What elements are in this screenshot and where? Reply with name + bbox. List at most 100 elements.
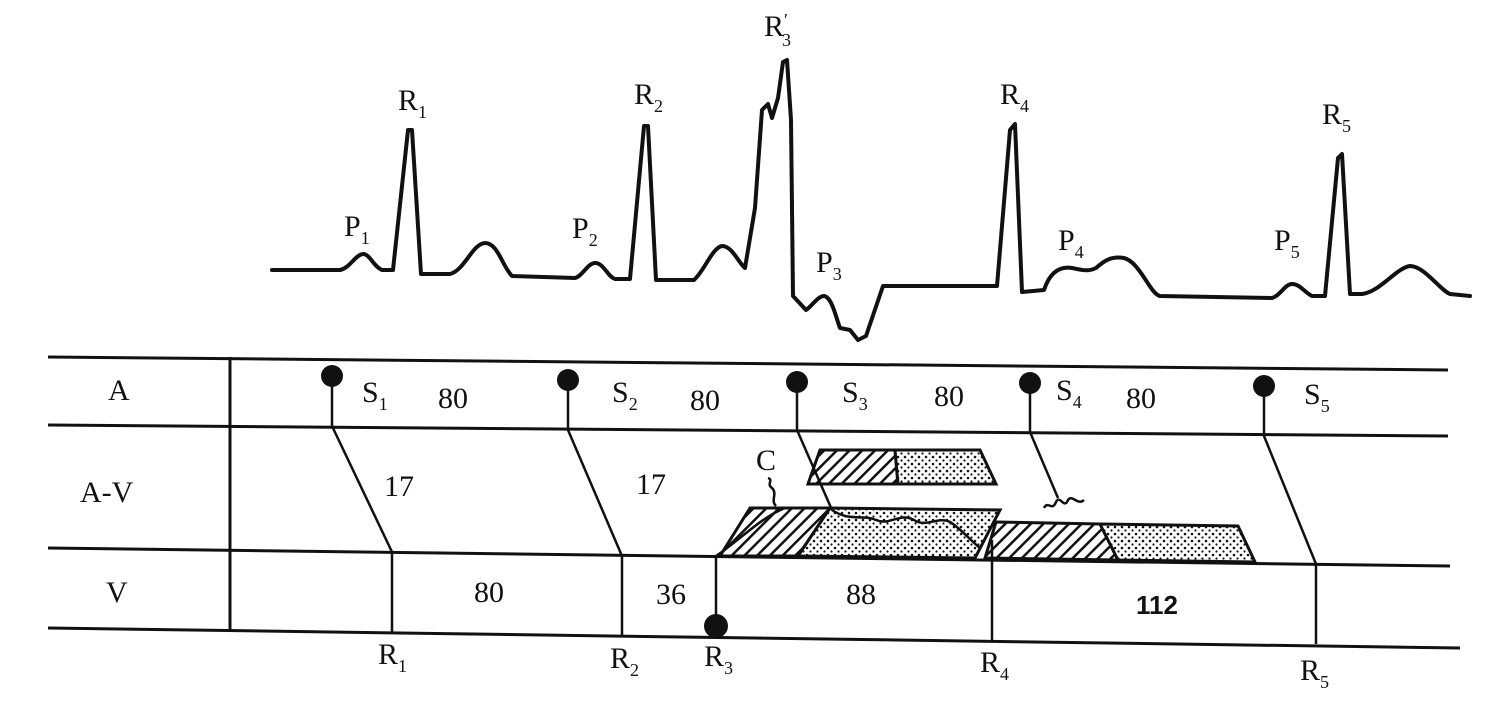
a-row-s5: S5: [1304, 378, 1330, 416]
ecg-label-r4-base: R: [1000, 78, 1020, 111]
a-row-s2-sub: 2: [629, 394, 638, 414]
v-interval-3: 88: [846, 578, 876, 611]
ecg-label-r5: R5: [1322, 98, 1351, 136]
bottom-label-r3-sub: 3: [724, 658, 733, 678]
a-row-s1-base: S: [362, 376, 379, 409]
ecg-label-p2: P2: [572, 212, 598, 250]
a-row-s4-base: S: [1056, 374, 1073, 407]
ecg-label-r5-base: R: [1322, 98, 1342, 131]
a-interval-1: 80: [438, 382, 468, 415]
ecg-label-p3-sub: 3: [833, 264, 842, 284]
ecg-label-r4-sub: 4: [1020, 96, 1029, 116]
av-interval-2: 17: [636, 468, 666, 501]
ecg-label-p4-sub: 4: [1075, 242, 1084, 262]
concealed-conduction-wave: [831, 508, 981, 549]
ecg-label-r5-sub: 5: [1342, 116, 1351, 136]
ecg-label-p2-sub: 2: [589, 230, 598, 250]
ecg-label-p1: P1: [344, 210, 370, 248]
refractory-lower-relative-1: [795, 506, 1003, 560]
bottom-label-r5: R5: [1300, 654, 1329, 692]
atrial-impulse-s5: [1253, 375, 1275, 397]
bottom-label-r2-sub: 2: [630, 660, 639, 680]
a-interval-3: 80: [934, 380, 964, 413]
retrograde-conduction: [715, 506, 786, 558]
refractory-upper-relative: [893, 448, 999, 486]
ecg-label-p2-base: P: [572, 212, 589, 245]
v-interval-2: 36: [656, 578, 686, 611]
ecg-label-r2-base: R: [634, 78, 654, 111]
refractory-upper-absolute: [805, 448, 900, 486]
ecg-label-p5: P5: [1274, 224, 1300, 262]
a-interval-4: 80: [1126, 382, 1156, 415]
a-row-s1: S1: [362, 376, 388, 414]
ecg-label-r1: R1: [398, 84, 427, 122]
bottom-label-r3: R3: [704, 640, 733, 678]
ecg-label-p5-sub: 5: [1291, 242, 1300, 262]
ecg-label-r3p: R′3: [764, 10, 791, 50]
ecg-label-p5-base: P: [1274, 224, 1291, 257]
ecg-label-r1-sub: 1: [418, 102, 427, 122]
ecg-label-r1-base: R: [398, 84, 418, 117]
ladder-line-a-av: [47, 423, 1449, 438]
blocked-wave-beat-4: [1042, 497, 1085, 509]
row-label-v: V: [106, 576, 128, 609]
refractory-lower-absolute-2: [982, 520, 1121, 562]
bottom-label-r2-base: R: [610, 642, 630, 675]
av-label-c: C: [756, 444, 776, 477]
atrial-impulse-s2: [557, 369, 579, 391]
ecg-label-p1-sub: 1: [361, 228, 370, 248]
retrograde-wave-c: [767, 476, 777, 507]
a-row-s3: S3: [842, 376, 868, 414]
bottom-label-r4-sub: 4: [1000, 664, 1009, 684]
conduction-beat-4: [1028, 385, 1060, 499]
a-row-s3-base: S: [842, 376, 859, 409]
a-interval-2: 80: [690, 384, 720, 417]
atrial-impulse-s3: [786, 371, 808, 393]
ecg-label-r4: R4: [1000, 78, 1029, 116]
v-interval-4: 112: [1136, 590, 1178, 620]
ecg-label-p1-base: P: [344, 210, 361, 243]
bottom-label-r3-base: R: [704, 640, 724, 673]
conduction-beat-2: [566, 382, 624, 636]
ecg-label-r3p-prime: ′: [784, 10, 788, 30]
ecg-label-r2-sub: 2: [654, 96, 663, 116]
bottom-label-r5-base: R: [1300, 654, 1320, 687]
refractory-lower-relative-2: [1097, 522, 1258, 564]
ladder-line-bottom: [47, 626, 1461, 650]
ecg-label-r2: R2: [634, 78, 663, 116]
atrial-impulse-s1: [321, 365, 343, 387]
conduction-beat-3: [795, 384, 834, 511]
bottom-label-r1-base: R: [378, 638, 398, 671]
av-interval-1: 17: [384, 470, 414, 503]
a-row-s4: S4: [1056, 374, 1082, 412]
conduction-beat-5: [1262, 388, 1318, 644]
ecg-label-p4-base: P: [1058, 224, 1075, 257]
a-row-s5-base: S: [1304, 378, 1321, 411]
ecg-label-p3: P3: [816, 246, 842, 284]
bottom-label-r5-sub: 5: [1320, 672, 1329, 692]
v-interval-1: 80: [474, 576, 504, 609]
bottom-label-r1-sub: 1: [398, 656, 407, 676]
ladder-line-top: [47, 355, 1449, 372]
ventricular-ectopic-r3: [704, 614, 728, 638]
row-label-av: A-V: [80, 476, 134, 509]
ecg-label-p3-base: P: [816, 246, 833, 279]
a-row-s2: S2: [612, 376, 638, 414]
a-row-s2-base: S: [612, 376, 629, 409]
ecg-trace: [270, 58, 1472, 342]
atrial-impulse-s4: [1019, 372, 1041, 394]
a-row-s5-sub: 5: [1321, 396, 1330, 416]
a-row-s4-sub: 4: [1073, 392, 1082, 412]
a-row-s3-sub: 3: [859, 394, 868, 414]
bottom-label-r4-base: R: [980, 646, 1000, 679]
a-row-s1-sub: 1: [379, 394, 388, 414]
bottom-label-r2: R2: [610, 642, 639, 680]
ecg-label-r3p-sub: 3: [782, 30, 791, 50]
row-label-a: A: [108, 374, 130, 407]
bottom-label-r4: R4: [980, 646, 1009, 684]
ecg-label-r3p-base: R: [764, 10, 784, 43]
conduction-beat-1: [330, 378, 394, 632]
bottom-label-r1: R1: [378, 638, 407, 676]
